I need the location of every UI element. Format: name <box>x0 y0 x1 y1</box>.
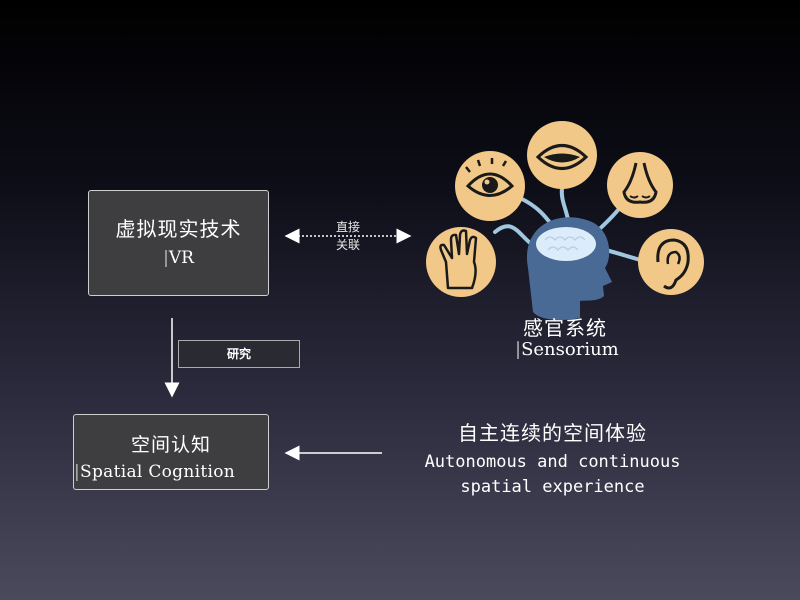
vr-box: 虚拟现实技术 |VR <box>88 190 269 296</box>
study-label: 研究 <box>178 340 300 368</box>
ear-icon <box>638 229 704 295</box>
spatial-cognition-cn: 空间认知 <box>130 434 211 456</box>
vr-title-en: |VR <box>163 248 194 268</box>
spatial-cognition-box: 空间认知 |Spatial Cognition <box>73 414 269 490</box>
direct-link-label: 直接 关联 <box>318 218 378 254</box>
spatial-cognition-en: |Spatial Cognition <box>74 462 236 482</box>
hand-icon <box>426 227 496 297</box>
nose-icon <box>607 152 673 218</box>
mouth-icon <box>527 121 597 189</box>
link-label-line1: 直接 <box>335 220 360 234</box>
vr-title-cn: 虚拟现实技术 <box>115 217 242 241</box>
brain-icon <box>536 227 596 261</box>
experience-title-en-line2: spatial experience <box>460 477 645 497</box>
experience-title-en-line1: Autonomous and continuous <box>424 452 681 472</box>
sensorium-title-cn: 感官系统 <box>523 316 607 340</box>
sensorium-title-en: |Sensorium <box>515 339 619 360</box>
link-label-line2: 关联 <box>335 238 360 252</box>
eye-icon <box>455 151 525 221</box>
experience-title-cn: 自主连续的空间体验 <box>458 421 647 445</box>
